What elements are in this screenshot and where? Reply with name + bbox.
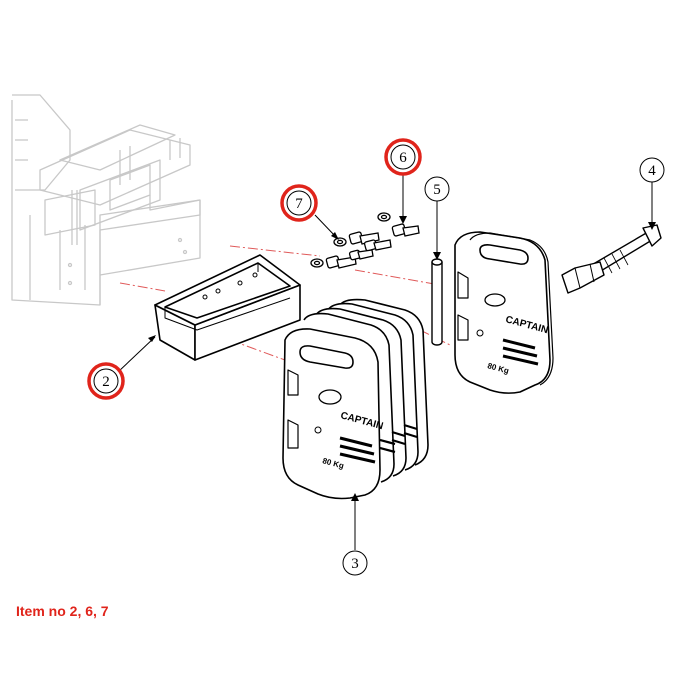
leader-5-arrow: [433, 252, 441, 260]
callout-6-label: 6: [399, 150, 407, 166]
item-6-bolt-set: [348, 212, 420, 261]
callout-3-label: 3: [351, 556, 359, 572]
leader-2-arrow: [148, 335, 156, 342]
item-3-back-weight: CAPTAIN 80 Kg: [454, 231, 554, 394]
leader-4-arrow: [648, 222, 656, 230]
item-5-pin: [431, 258, 443, 346]
item-2-bracket-tray: [154, 254, 301, 361]
callout-6: 6: [384, 138, 422, 176]
callout-5-label: 5: [433, 182, 441, 198]
callout-2-label: 2: [102, 374, 110, 390]
callout-2: 2: [87, 362, 125, 400]
leader-3-arrow: [351, 493, 359, 501]
tractor-frame: [11, 94, 201, 306]
leader-6-arrow: [399, 216, 407, 224]
callout-5: 5: [424, 176, 450, 202]
item-3-front-weight-stack: CAPTAIN 80 Kg: [282, 298, 429, 500]
callout-3: 3: [342, 550, 368, 576]
callout-7-label: 7: [295, 196, 303, 212]
callout-4: 4: [639, 157, 665, 183]
callout-7: 7: [280, 184, 318, 222]
leader-2: [117, 336, 156, 373]
callout-4-label: 4: [648, 163, 656, 179]
leader-7: [314, 214, 337, 238]
item-4-long-bolt: [561, 224, 662, 294]
highlighted-items-note: Item no 2, 6, 7: [16, 603, 109, 619]
leader-7-arrow: [331, 232, 339, 240]
item-7-bolt-set: [310, 231, 380, 269]
